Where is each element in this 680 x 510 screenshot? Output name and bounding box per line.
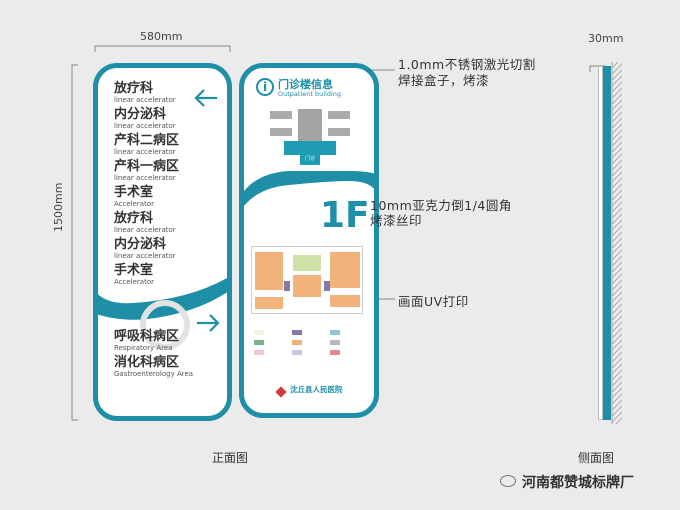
material-note-2: 焊接盒子，烤漆 [398, 73, 490, 88]
info-subtitle: Outpatient building [278, 90, 342, 98]
material-note-1: 1.0mm不锈钢激光切割 [398, 57, 536, 72]
legend-swatch [330, 350, 340, 355]
legend-swatch [254, 330, 264, 335]
hospital-name: 沈丘县人民医院 [290, 385, 343, 394]
legend-swatch [292, 330, 302, 335]
wall-hatch-icon [612, 62, 622, 424]
legend-swatch [330, 330, 340, 335]
arrow-right-icon [197, 314, 220, 332]
front-view-caption: 正面图 [212, 451, 249, 465]
watermark: 河南都赞城标牌厂 [522, 475, 634, 491]
info-panel-divider [244, 171, 374, 207]
legend-swatch [330, 340, 340, 345]
side-view-frame [603, 66, 611, 420]
legend-swatch [254, 340, 264, 345]
panel-divider [98, 277, 227, 350]
depth-label: 30mm [588, 32, 624, 45]
map-legend [254, 330, 369, 360]
print-note: 画面UV打印 [398, 294, 469, 309]
legend-swatch [292, 340, 302, 345]
side-view-caption: 侧面图 [578, 451, 615, 465]
acrylic-note-1: 10mm亚克力倒1/4圆角 [370, 198, 512, 213]
legend-swatch [292, 350, 302, 355]
building-diagram: 门诊 [270, 109, 370, 176]
info-sign-front: i 门诊楼信息 Outpatient building 门诊 1F 沈丘县人民医… [239, 63, 379, 418]
height-label: 1500mm [52, 182, 65, 232]
floor-plan [251, 246, 363, 314]
legend-swatch [254, 350, 264, 355]
info-icon: i [256, 78, 274, 96]
acrylic-note-2: 烤漆丝印 [370, 213, 423, 228]
info-title: 门诊楼信息 [278, 78, 333, 91]
wechat-icon [500, 475, 516, 487]
arrow-left-icon [194, 89, 217, 107]
floor-number: 1F [320, 195, 370, 236]
width-label: 580mm [140, 30, 183, 43]
side-view-face [598, 66, 603, 420]
